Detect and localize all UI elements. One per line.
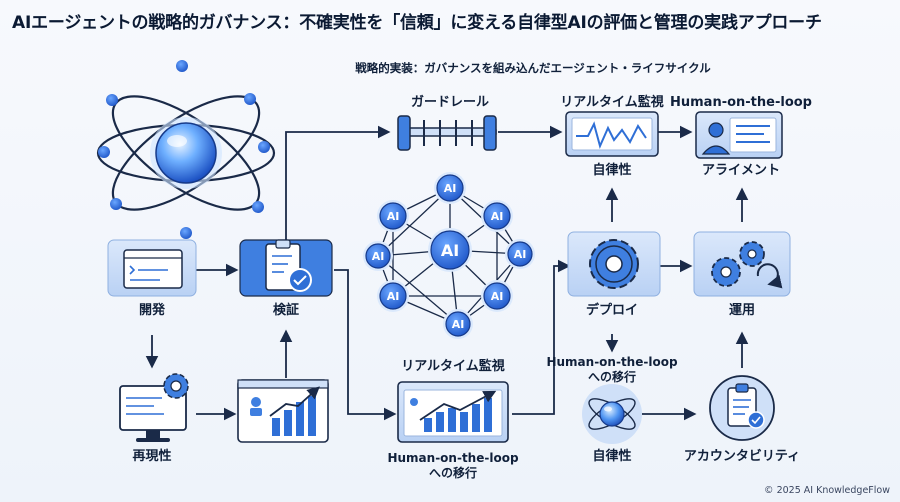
label-monitor-top: リアルタイム監視	[560, 95, 664, 110]
deploy-gear-icon	[567, 231, 661, 297]
label-dev: 開発	[138, 303, 166, 318]
label-alignment: アライメント	[701, 163, 781, 178]
network-node-label: AI	[514, 248, 527, 261]
network-edge	[377, 255, 459, 325]
arrow-monitor-mid-to-deploy	[512, 259, 571, 415]
network-node-label: AI	[372, 250, 385, 263]
guardrail-icon	[397, 115, 497, 151]
label-autonomy-bottom: 自律性	[592, 449, 632, 464]
growth-chart-icon	[237, 379, 329, 443]
network-node-label: AI	[387, 210, 400, 223]
network-node-label: AI	[491, 290, 504, 303]
network-node	[430, 230, 470, 270]
repro-monitor-icon	[119, 373, 189, 442]
network-node	[507, 241, 533, 267]
label-ops: 運用	[728, 303, 756, 318]
label-guardrail: ガードレール	[410, 95, 490, 110]
ops-gears-icon	[693, 231, 791, 297]
human-operator-icon	[695, 111, 783, 159]
page-title: AIエージェントの戦略的ガバナンス：不確実性を「信頼」に変える自律型AIの評価と…	[12, 13, 822, 33]
network-edge	[377, 187, 451, 257]
network-node	[436, 174, 464, 202]
autonomy-orb-icon	[582, 384, 642, 444]
page-subtitle: 戦略的実装：ガバナンスを組み込んだエージェント・ライフサイクル	[355, 61, 711, 75]
network-node	[483, 282, 511, 310]
accountability-clipboard-icon	[709, 375, 775, 441]
label-human-mid-line1: Human-on-the-loop	[387, 451, 519, 465]
label-deploy: デプロイ	[585, 303, 639, 318]
label-autonomy-top: 自律性	[592, 163, 632, 178]
label-human-mid-line2: への移行	[428, 466, 478, 480]
monitor-growth-icon	[397, 381, 509, 443]
ai-network: AI AI AI AI AI AI AI AI AI	[363, 172, 535, 339]
label-human-right-line2: への移行	[587, 370, 637, 384]
network-node	[445, 311, 471, 337]
copyright-text: © 2025 AI KnowledgeFlow	[764, 485, 890, 496]
network-node	[483, 202, 511, 230]
arrow-verify-to-guardrail	[285, 125, 391, 240]
arrow-verify-to-monitor-mid	[334, 269, 397, 421]
network-node-label: AI	[387, 290, 400, 303]
label-accountability: アカウンタビリティ	[683, 449, 801, 464]
network-node-label: AI	[444, 182, 457, 195]
network-node	[379, 282, 407, 310]
label-verify: 検証	[272, 303, 300, 318]
label-repro: 再現性	[132, 449, 172, 464]
label-monitor-mid: リアルタイム監視	[401, 359, 505, 374]
network-node-label: AI	[491, 210, 504, 223]
network-node	[365, 243, 391, 269]
dev-icon	[107, 239, 197, 297]
network-node-label: AI	[441, 241, 459, 260]
label-human-top: Human-on-the-loop	[670, 95, 812, 110]
verify-clipboard-icon	[239, 239, 333, 297]
network-node	[379, 202, 407, 230]
atom-icon	[96, 60, 276, 239]
label-human-right-line1: Human-on-the-loop	[546, 355, 678, 369]
network-node-label: AI	[452, 318, 465, 331]
monitor-wave-icon	[565, 111, 659, 157]
